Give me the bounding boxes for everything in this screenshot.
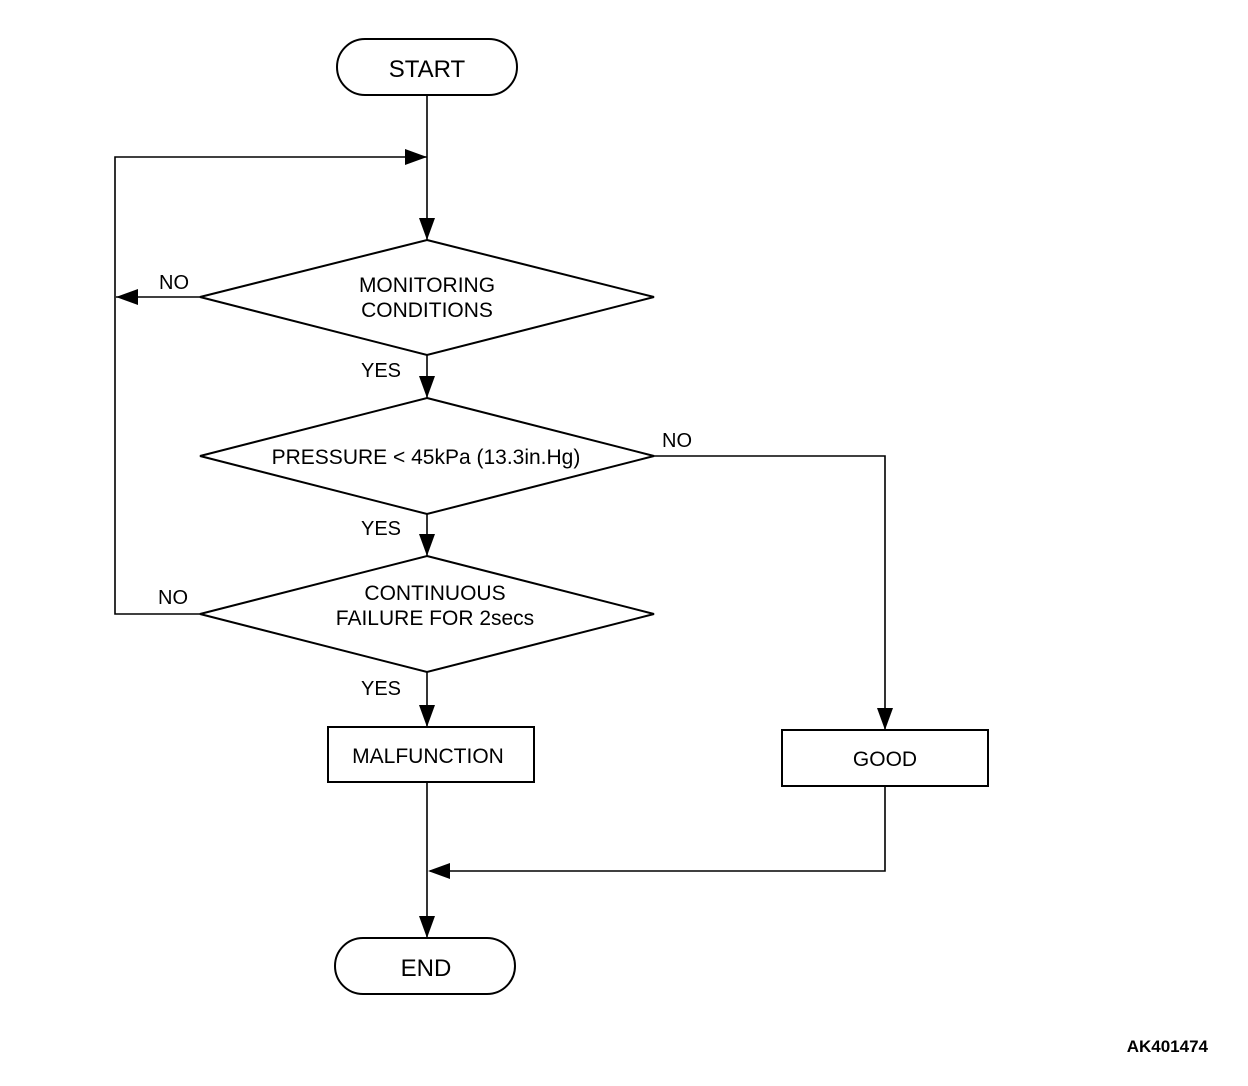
start-terminal: START [336, 38, 518, 96]
figure-code: AK401474 [1127, 1037, 1209, 1056]
continuous-decision: CONTINUOUS FAILURE FOR 2secs [199, 554, 655, 674]
connector-loop-back [114, 156, 427, 615]
monitoring-no-label: NO [159, 272, 189, 294]
arrowhead-loop-merge [405, 149, 427, 165]
good-box: GOOD [781, 729, 989, 787]
malfunction-box: MALFUNCTION [327, 726, 535, 783]
monitoring-decision: MONITORING CONDITIONS [199, 238, 655, 357]
malfunction-label: MALFUNCTION [352, 745, 504, 768]
good-label: GOOD [853, 748, 917, 771]
pressure-label: PRESSURE < 45kPa (13.3in.Hg) [272, 446, 581, 469]
start-label: START [389, 56, 466, 83]
arrowhead-monitoring-no [116, 289, 138, 305]
continuous-label-line2: FAILURE FOR 2secs [336, 607, 534, 630]
pressure-decision: PRESSURE < 45kPa (13.3in.Hg) [199, 396, 655, 516]
pressure-yes-label: YES [361, 518, 401, 540]
continuous-no-label: NO [158, 587, 188, 609]
arrowhead-into-continuous [419, 534, 435, 556]
end-label: END [401, 955, 452, 982]
continuous-label-line1: CONTINUOUS [364, 582, 505, 605]
connector-pressure-no-to-good [654, 455, 886, 730]
arrowhead-into-end [419, 916, 435, 938]
edge-labels: NO YES NO YES NO YES [158, 272, 692, 700]
continuous-yes-label: YES [361, 678, 401, 700]
arrowhead-good-merge [428, 863, 450, 879]
end-terminal: END [334, 937, 516, 995]
monitoring-yes-label: YES [361, 360, 401, 382]
arrowhead-into-malfunction [419, 705, 435, 727]
monitoring-label-line2: CONDITIONS [361, 299, 493, 322]
arrowheads [116, 149, 893, 938]
arrowhead-into-good [877, 708, 893, 730]
connectors [114, 95, 886, 938]
pressure-no-label: NO [662, 430, 692, 452]
monitoring-label-line1: MONITORING [359, 274, 495, 297]
arrowhead-into-pressure [419, 376, 435, 398]
connector-good-to-end [430, 786, 886, 872]
arrowhead-into-monitoring [419, 218, 435, 240]
